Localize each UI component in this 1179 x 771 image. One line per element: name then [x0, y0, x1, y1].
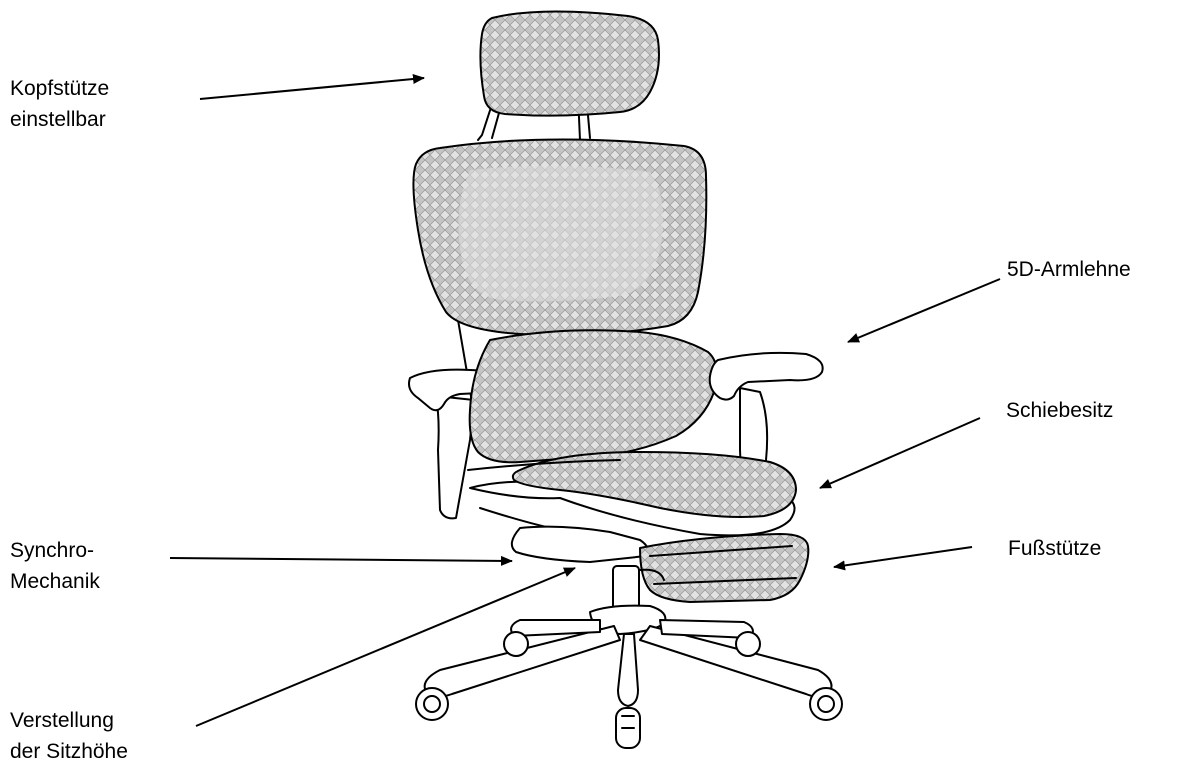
backrest-highlight [458, 165, 663, 301]
headrest-label-line2: einstellbar [10, 104, 109, 135]
headrest-arrow [200, 78, 424, 99]
footrest-label: Fußstütze [1008, 533, 1101, 564]
lumbar-support [470, 330, 717, 462]
left-arm-pillar [436, 396, 474, 518]
sliding-seat-label-line1: Schiebesitz [1006, 395, 1113, 426]
sliding-seat-label: Schiebesitz [1006, 395, 1113, 426]
headrest-label-line1: Kopfstütze [10, 73, 109, 104]
seat-height-label-line1: Verstellung [10, 705, 128, 736]
footrest-label-line1: Fußstütze [1008, 533, 1101, 564]
armrest-label: 5D-Armlehne [1007, 254, 1131, 285]
footrest-arrow [834, 547, 972, 567]
gas-lift [613, 566, 639, 610]
seat-height-label-line2: der Sitzhöhe [10, 736, 128, 767]
right-armrest [710, 353, 823, 400]
headrest-label: Kopfstütze einstellbar [10, 73, 109, 135]
seat-height-label: Verstellung der Sitzhöhe [10, 705, 128, 767]
headrest [480, 11, 659, 115]
synchro-arrow [170, 558, 512, 561]
synchro-label-line2: Mechanik [10, 566, 100, 597]
armrest-label-line1: 5D-Armlehne [1007, 254, 1131, 285]
synchro-label-line1: Synchro- [10, 535, 100, 566]
chair-drawing [409, 11, 842, 748]
mechanism [512, 527, 648, 562]
sliding-seat-arrow [820, 418, 980, 488]
footrest [640, 534, 808, 602]
armrest-arrow [848, 279, 1000, 342]
synchro-label: Synchro- Mechanik [10, 535, 100, 597]
chair-base [425, 606, 832, 706]
